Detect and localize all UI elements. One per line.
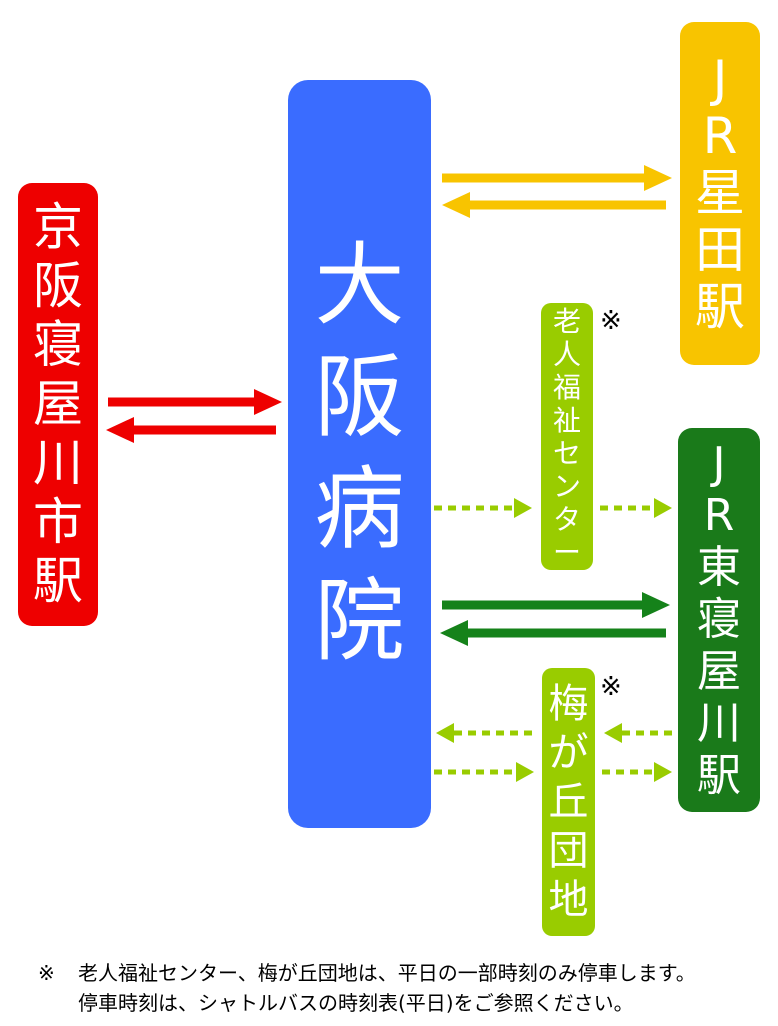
char: 駅 [33,552,83,610]
char: ー [552,535,581,569]
char: 人 [552,337,581,371]
arrow-to-hospital-head [254,389,282,415]
footnote-text-1: 老人福祉センター、梅が丘団地は、平日の一部時刻のみ停車します。 [78,961,696,985]
char: 団 [548,827,589,874]
char: タ [552,502,581,536]
dotted-center-to-higashi-head [654,498,672,518]
dotted-higashi-to-umegaoka-head [604,723,622,743]
keihan-neyagawashi-station-box: 京 阪 寝 屋 川 市 駅 [18,183,98,626]
umegaoka-danchi-box: 梅 が 丘 団 地 [542,668,595,936]
dotted-hospital-to-umegaoka-head [516,762,534,782]
umegaoka-dotted-arrows [434,723,672,782]
char: 祉 [552,403,581,437]
char: 福 [552,370,581,404]
center-note-mark: ※ [600,306,622,336]
char: R [703,490,735,541]
char: 阪 [33,257,83,315]
char: 大 [314,233,405,338]
char: 梅 [548,680,589,727]
elderly-welfare-center-box: 老 人 福 祉 セ ン タ ー [541,303,593,570]
char: 寝 [697,594,741,645]
keihan-neyagawashi-station-label: 京 阪 寝 屋 川 市 駅 [33,198,83,611]
hospital-higashi-arrows [440,592,670,646]
arrow-to-hoshida-head [644,165,672,191]
dotted-umegaoka-to-hospital-head [436,723,454,743]
jr-higashi-neyagawa-station-label: J R 東 寝 屋 川 駅 [697,438,741,802]
char: 阪 [314,345,405,450]
umegaoka-note-mark: ※ [600,672,622,702]
footnote-line-2: 停車時刻は、シャトルバスの時刻表(平日)をご参照ください。 [38,988,768,1018]
umegaoka-danchi-label: 梅 が 丘 団 地 [549,680,589,925]
char: が [548,729,589,776]
char: 川 [33,434,83,492]
char: J [712,438,726,489]
keihan-hospital-arrows [106,389,282,443]
footnote: ※ 老人福祉センター、梅が丘団地は、平日の一部時刻のみ停車します。 停車時刻は、… [38,958,768,1018]
osaka-hospital-label: 大 阪 病 院 [315,230,405,678]
char: 市 [33,493,83,551]
char: 院 [314,569,405,674]
char: 病 [314,457,405,562]
footnote-text-2: 停車時刻は、シャトルバスの時刻表(平日)をご参照ください。 [78,991,634,1015]
char: 東 [697,542,741,593]
char: 寝 [33,316,83,374]
center-dotted-arrows [434,498,672,518]
footnote-line-1: ※ 老人福祉センター、梅が丘団地は、平日の一部時刻のみ停車します。 [38,958,768,988]
char: J [712,50,728,108]
arrow-to-higashi-head [642,592,670,618]
jr-hoshida-station-box: J R 星 田 駅 [680,22,760,365]
char: 丘 [548,778,589,825]
char: 川 [697,698,741,749]
char: 屋 [697,646,741,697]
char: 星 [695,164,745,222]
char: 老 [552,304,581,338]
char: 地 [548,876,589,923]
footnote-symbol: ※ [38,961,55,985]
char: ン [552,469,581,503]
char: 屋 [33,375,83,433]
arrow-to-keihan-head [106,417,134,443]
elderly-welfare-center-label: 老 人 福 祉 セ ン タ ー [553,305,581,569]
jr-hoshida-station-label: J R 星 田 駅 [695,51,745,336]
char: R [702,107,738,165]
jr-higashi-neyagawa-station-box: J R 東 寝 屋 川 駅 [678,428,760,812]
arrow-from-hoshida-head [442,192,470,218]
osaka-hospital-box: 大 阪 病 院 [288,80,431,828]
char: 駅 [697,750,741,801]
dotted-umegaoka-to-higashi-head [654,762,672,782]
char: セ [552,436,581,470]
char: 田 [695,221,745,279]
route-arrows [106,165,672,782]
dotted-hospital-to-center-head [514,498,532,518]
arrow-from-higashi-head [440,620,468,646]
char: 駅 [695,278,745,336]
char: 京 [33,198,83,256]
hospital-hoshida-arrows [442,165,672,218]
